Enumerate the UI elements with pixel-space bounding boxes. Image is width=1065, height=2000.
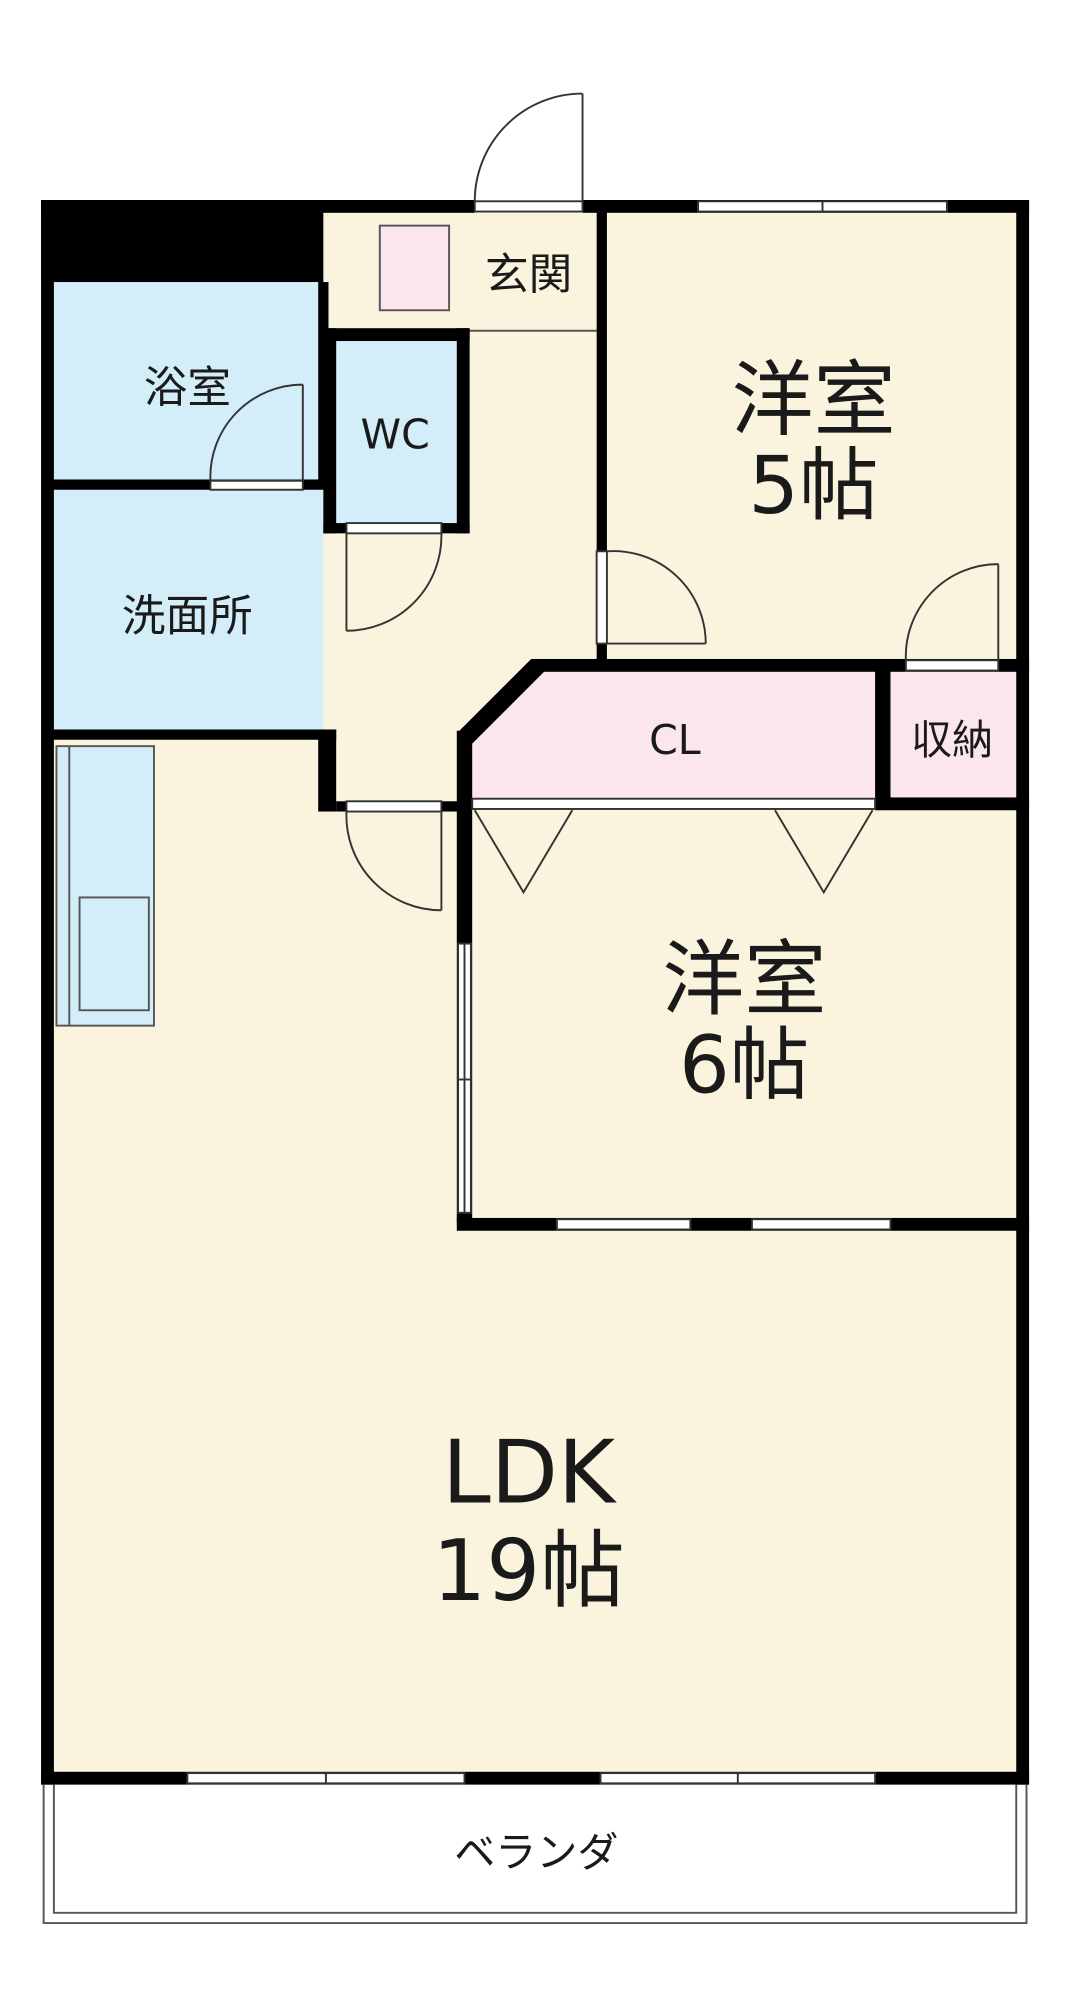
doors bbox=[209, 92, 1000, 912]
label-ldk-size: 19帖 bbox=[432, 1521, 624, 1620]
shoe-box bbox=[378, 224, 451, 312]
labels: 玄関 浴室 WC 洗面所 洋室 5帖 CL 収納 洋室 6帖 LDK 19帖 ベ… bbox=[122, 251, 993, 1877]
pipe-space bbox=[41, 200, 324, 283]
label-western6-size: 6帖 bbox=[679, 1018, 809, 1111]
wall-storage-w6 bbox=[875, 797, 1030, 811]
kitchen-counter bbox=[55, 745, 155, 1027]
wc-floor bbox=[331, 335, 460, 529]
windows bbox=[186, 200, 948, 1785]
bath-door bbox=[209, 383, 304, 491]
window-w6-left bbox=[555, 1218, 692, 1231]
storage-door bbox=[904, 563, 1000, 672]
wall-wash-ldk bbox=[48, 729, 337, 740]
closet-doors bbox=[471, 797, 877, 810]
storage-floor bbox=[882, 666, 1024, 804]
western6-floor bbox=[461, 801, 1024, 1225]
closet-floor bbox=[467, 666, 883, 804]
wc-door bbox=[345, 522, 443, 632]
label-closet: CL bbox=[649, 716, 701, 764]
wall-cl-storage bbox=[875, 666, 891, 808]
outer-wall-right bbox=[1016, 200, 1030, 1785]
label-storage: 収納 bbox=[911, 716, 993, 764]
washroom-floor bbox=[48, 487, 324, 738]
wc-wall-right bbox=[456, 328, 470, 534]
label-bath: 浴室 bbox=[144, 364, 231, 414]
wall-w5-cl bbox=[531, 658, 1030, 672]
label-veranda: ベランダ bbox=[454, 1829, 618, 1877]
wc-wall-left bbox=[323, 328, 337, 534]
wall-bath-wash bbox=[48, 479, 329, 490]
label-entrance: 玄関 bbox=[485, 251, 572, 301]
western5-floor bbox=[603, 207, 1024, 667]
outer-wall-top-left bbox=[41, 200, 475, 213]
wall-cl-diagonal bbox=[459, 658, 545, 744]
w5-door bbox=[595, 550, 707, 645]
wall-w6-ldk bbox=[456, 1217, 1030, 1231]
floors bbox=[48, 207, 1024, 1776]
label-western5-size: 5帖 bbox=[748, 439, 878, 532]
veranda bbox=[42, 1784, 1028, 1925]
label-washroom: 洗面所 bbox=[122, 592, 253, 642]
outer-wall-left bbox=[41, 200, 54, 1785]
wall-hall-w5 bbox=[596, 207, 607, 670]
ldk-door bbox=[345, 800, 443, 912]
wall-hall-ldk bbox=[318, 729, 337, 812]
label-western6-name: 洋室 bbox=[662, 933, 826, 1028]
label-ldk-name: LDK bbox=[442, 1422, 618, 1524]
label-wc: WC bbox=[361, 411, 430, 459]
label-western5-name: 洋室 bbox=[731, 353, 895, 448]
bath-floor bbox=[48, 282, 324, 488]
wc-wall-top bbox=[323, 328, 470, 342]
entrance-door bbox=[473, 92, 584, 213]
window-w6-right bbox=[750, 1218, 892, 1231]
closet-bifold-doors bbox=[473, 809, 874, 895]
sink bbox=[78, 896, 150, 1012]
